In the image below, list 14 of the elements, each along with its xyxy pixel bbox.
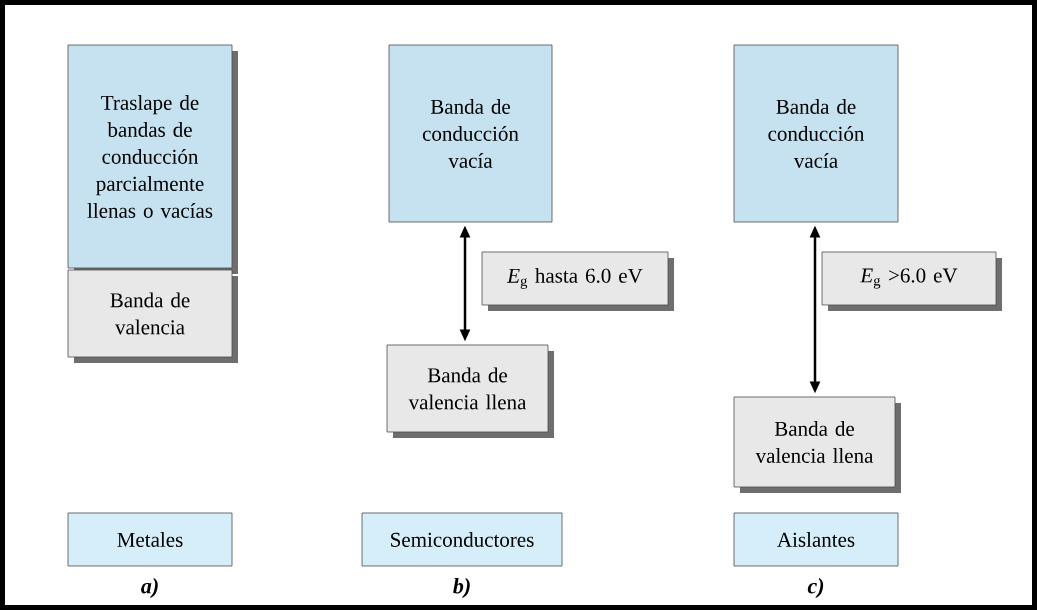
- panel-label: b): [453, 578, 470, 598]
- energy-gap-box: E$_{g}$ hasta 6.0 eV: [481, 251, 674, 311]
- band-box: Banda de valencia llena: [733, 396, 901, 493]
- panel-label: c): [807, 578, 824, 598]
- material-label-box: Aislantes: [733, 512, 899, 567]
- energy-gap-box: E$_{g}$ >6.0 eV: [821, 251, 1002, 311]
- band-box: Banda de conducción vacía: [733, 44, 899, 223]
- band-box: Traslape de bandas de conducción parcialmente llenas o vacías: [67, 44, 238, 274]
- material-label-box: Semiconductores: [361, 512, 563, 567]
- band-box: Banda de valencia llena: [386, 344, 554, 438]
- panel-label: a): [141, 578, 158, 598]
- band-box: Banda de conducción vacía: [388, 44, 553, 223]
- band-box: Banda de valencia: [67, 269, 238, 363]
- material-label-box: Metales: [67, 512, 233, 567]
